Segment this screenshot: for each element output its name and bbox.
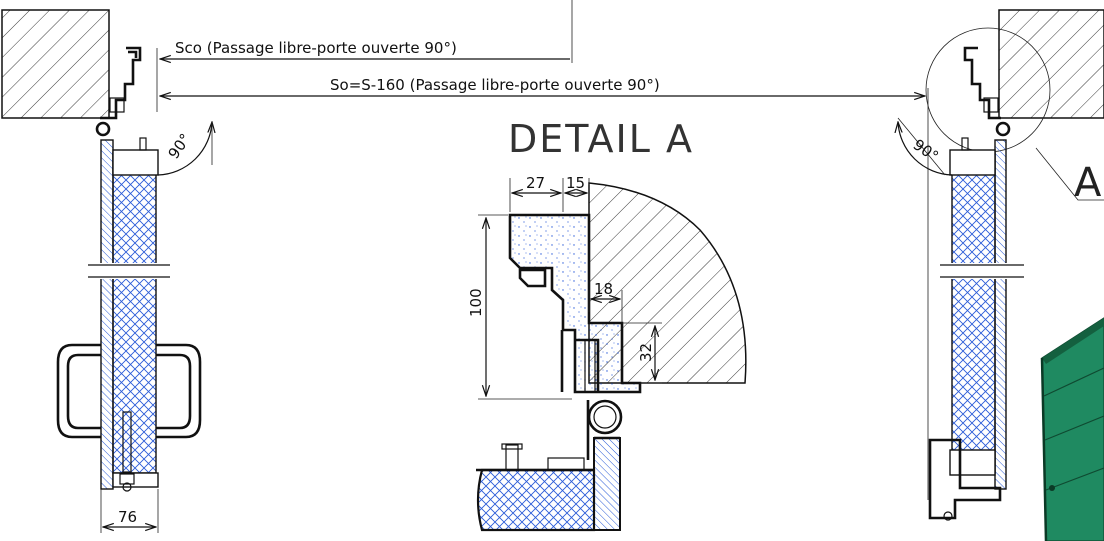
green-door-panel bbox=[1041, 317, 1104, 541]
door-illustration bbox=[1040, 317, 1104, 541]
left-angle-label: 90° bbox=[165, 130, 195, 162]
dim-18: 18 bbox=[594, 280, 613, 298]
right-door-core bbox=[951, 152, 996, 474]
left-wall bbox=[1, 9, 110, 119]
right-wall bbox=[998, 9, 1104, 119]
dim-27: 27 bbox=[526, 174, 545, 192]
dim-15: 15 bbox=[566, 174, 585, 192]
left-handle-outer bbox=[56, 343, 101, 439]
right-hinge bbox=[995, 121, 1011, 137]
detail-frame-profile bbox=[508, 213, 642, 394]
left-section: 90° 76 bbox=[1, 9, 212, 533]
detail-door-core bbox=[476, 468, 596, 532]
dim-32: 32 bbox=[637, 343, 655, 362]
width-76-label: 76 bbox=[118, 508, 137, 526]
left-door-skin bbox=[100, 139, 114, 490]
so-note: So=S-160 (Passage libre-porte ouverte 90… bbox=[330, 76, 660, 94]
detail-wall bbox=[588, 182, 747, 384]
right-frame-profile bbox=[963, 46, 1001, 120]
right-door-skin bbox=[994, 139, 1007, 490]
left-hinge bbox=[95, 121, 111, 137]
left-door-core bbox=[112, 152, 157, 474]
left-handle-inner bbox=[156, 343, 202, 439]
detail-title: DETAIL A bbox=[508, 117, 694, 161]
right-angle-label: 90° bbox=[910, 136, 942, 166]
detail-door-skin bbox=[593, 437, 621, 531]
detail-a: DETAIL A 27 15 100 18 bbox=[467, 117, 747, 532]
right-section: A 90° bbox=[898, 9, 1104, 521]
dim-100: 100 bbox=[467, 288, 485, 317]
sco-note: Sco (Passage libre-porte ouverte 90°) bbox=[175, 39, 457, 57]
passage-dimensions: Sco (Passage libre-porte ouverte 90°) So… bbox=[156, 0, 929, 500]
left-frame-profile bbox=[100, 46, 142, 120]
door-lock-icon bbox=[1049, 485, 1055, 491]
detail-marker: A bbox=[1074, 160, 1102, 206]
